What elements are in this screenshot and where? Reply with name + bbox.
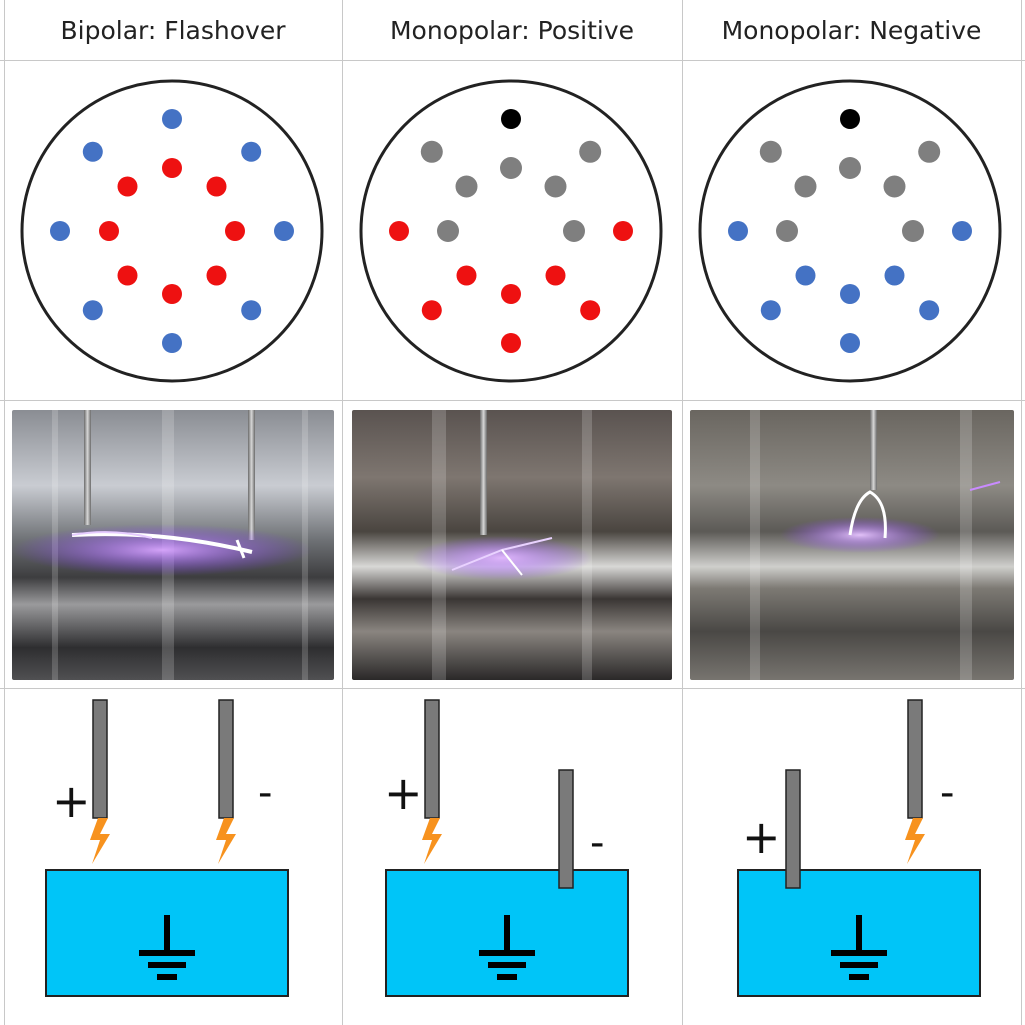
electrode-dot-gray	[918, 140, 941, 163]
negative-sign: -	[940, 770, 955, 816]
electrode-dot-gray	[420, 140, 443, 163]
column-title-monopolar-negative: Monopolar: Negative	[721, 16, 982, 45]
electrode-rod	[480, 410, 487, 535]
grid-line	[0, 60, 1025, 61]
electrode-rod	[424, 699, 440, 819]
electrode-dot-red	[501, 284, 521, 304]
electrode-dot-red	[501, 333, 521, 353]
electrode-dot-red	[206, 265, 227, 286]
electrode-dot-red	[162, 284, 182, 304]
electrode-dot-blue	[840, 284, 860, 304]
plasma-photo-monopolar-negative	[690, 410, 1014, 680]
electrode-dot-red	[456, 265, 477, 286]
column-title-bipolar: Bipolar: Flashover	[60, 16, 286, 45]
electrode-dot-red	[162, 158, 182, 178]
plasma-photo-bipolar	[12, 410, 334, 680]
electrode-patterns	[20, 79, 1002, 383]
photo-streak	[750, 410, 760, 680]
photo-streak	[582, 410, 592, 680]
grid-line	[4, 0, 5, 1025]
column-title-monopolar-positive: Monopolar: Positive	[389, 16, 635, 45]
electrode-rod	[785, 769, 801, 889]
electrode-rod	[248, 410, 255, 540]
electrode-dot-red	[117, 176, 138, 197]
electrode-dot-red	[580, 300, 601, 321]
plasma-discharge	[12, 524, 312, 576]
electrode-dot-blue	[919, 300, 940, 321]
electrode-dot-red	[421, 300, 442, 321]
electrode-dot-red	[613, 221, 633, 241]
positive-sign: +	[384, 766, 423, 820]
electrode-dot-gray	[437, 220, 459, 242]
electrode-dot-blue	[884, 265, 905, 286]
electrode-dot-blue	[274, 221, 294, 241]
plasma-discharge	[780, 481, 1001, 553]
grid-line	[682, 0, 683, 1025]
electrode-dot-blue	[162, 333, 182, 353]
electrode-dot-black	[840, 109, 860, 129]
electrode-dot-blue	[795, 265, 816, 286]
plasma-photo-monopolar-positive	[352, 410, 672, 680]
electrode-schematics	[45, 699, 981, 997]
electrode-dot-red	[225, 221, 245, 241]
negative-sign: -	[590, 820, 605, 866]
electrode-dot-gray	[902, 220, 924, 242]
photo-streak	[960, 410, 972, 680]
grid-line	[342, 0, 343, 1025]
electrode-dot-gray	[455, 175, 478, 198]
negative-sign: -	[258, 770, 273, 816]
electrode-dot-gray	[883, 175, 906, 198]
electrode-dot-black	[501, 109, 521, 129]
electrode-dot-gray	[794, 175, 817, 198]
electrode-rod	[218, 699, 234, 819]
electrode-dot-gray	[839, 157, 861, 179]
electrode-rod	[907, 699, 923, 819]
electrode-dot-blue	[50, 221, 70, 241]
plasma-discharge	[412, 536, 592, 580]
electrode-dot-gray	[776, 220, 798, 242]
electrode-dot-blue	[241, 300, 262, 321]
electrode-dot-gray	[563, 220, 585, 242]
electrode-dot-blue	[760, 300, 781, 321]
positive-sign: +	[742, 810, 781, 864]
spark-icon	[905, 818, 925, 864]
electrode-rod	[92, 699, 108, 819]
electrode-dot-blue	[241, 141, 262, 162]
electrode-dot-red	[99, 221, 119, 241]
electrode-dot-blue	[728, 221, 748, 241]
electrode-dot-blue	[162, 109, 182, 129]
positive-sign: +	[52, 774, 91, 828]
spark-icon	[90, 818, 110, 864]
electrode-dot-red	[545, 265, 566, 286]
electrode-dot-gray	[759, 140, 782, 163]
electrode-dot-blue	[840, 333, 860, 353]
spark-icon	[422, 818, 442, 864]
electrode-dot-blue	[82, 141, 103, 162]
electrode-dot-red	[389, 221, 409, 241]
grid-line	[0, 400, 1025, 401]
electrode-dot-gray	[544, 175, 567, 198]
electrode-dot-gray	[500, 157, 522, 179]
electrode-rod	[558, 769, 574, 889]
electrode-dot-red	[206, 176, 227, 197]
grid-line	[0, 688, 1025, 689]
grid-line	[1021, 0, 1022, 1025]
electrode-dot-blue	[82, 300, 103, 321]
electrode-rod	[84, 410, 91, 525]
electrode-dot-red	[117, 265, 138, 286]
spark-icon	[216, 818, 236, 864]
electrode-rod	[870, 410, 877, 490]
electrode-dot-gray	[579, 140, 602, 163]
electrode-dot-blue	[952, 221, 972, 241]
